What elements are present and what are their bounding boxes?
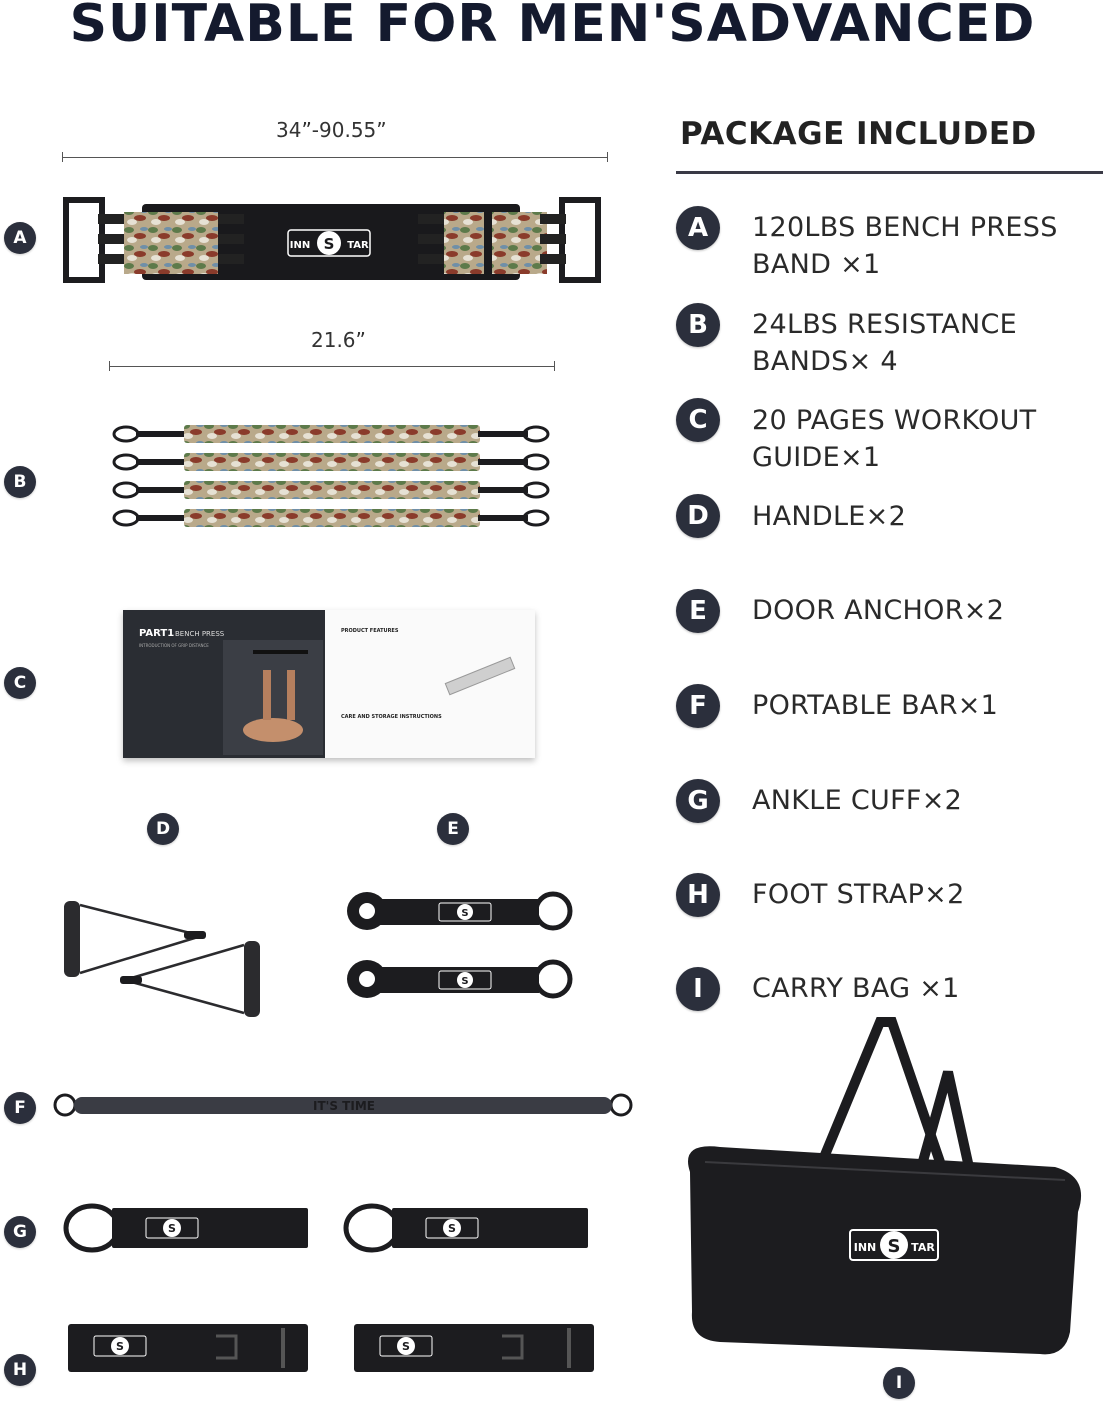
svg-text:INN: INN [290,240,310,251]
svg-text:S: S [461,976,468,987]
label-badge-g: G [4,1216,36,1248]
package-badge-e: E [676,589,720,633]
svg-text:TAR: TAR [347,240,369,251]
ankle-cuffs-image: S S [63,1203,588,1253]
label-badge-h: H [4,1354,36,1386]
dimension-tick [554,361,555,371]
guide-photo [223,640,323,755]
heading-divider [676,171,1103,174]
guide-diagram [444,656,516,696]
portable-bar-image: IT'S TIME [53,1093,633,1117]
svg-text:INN: INN [854,1241,877,1254]
bar-engraving: IT'S TIME [313,1099,375,1113]
svg-text:TAR: TAR [911,1241,935,1254]
label-badge-f: F [4,1092,36,1124]
svg-text:S: S [461,908,468,919]
package-badge-h: H [676,873,720,917]
guide-left-page: PART1 BENCH PRESS INTRODUCTION OF GRIP D… [123,610,325,758]
package-item-b: 24LBS RESISTANCE BANDS× 4 [752,309,1018,377]
package-badge-d: D [676,494,720,538]
dimension-label-b: 21.6” [311,328,366,352]
package-included-heading: PACKAGE INCLUDED [680,116,1037,152]
dimension-tick [607,152,608,162]
package-item-f: PORTABLE BAR×1 [752,690,999,721]
package-item-c: 20 PAGES WORKOUT GUIDE×1 [752,405,1037,473]
dimension-line-b [109,366,555,367]
dimension-tick [62,152,63,162]
package-item-h: FOOT STRAP×2 [752,879,965,910]
label-badge-e: E [437,813,469,845]
package-badge-c: C [676,398,720,442]
svg-text:S: S [888,1236,901,1257]
svg-text:S: S [168,1222,176,1235]
guide-features-heading: PRODUCT FEATURES [341,628,399,634]
svg-text:S: S [448,1222,456,1235]
package-badge-f: F [676,684,720,728]
guide-part-title: PART1 [139,628,175,639]
dimension-line-a [62,157,608,158]
svg-text:S: S [116,1340,124,1353]
carry-bag-image: S INN TAR [688,1017,1082,1355]
package-item-d: HANDLE×2 [752,501,907,532]
package-item-e: DOOR ANCHOR×2 [752,595,1005,626]
guide-right-page: PRODUCT FEATURES CARE AND STORAGE INSTRU… [325,610,535,758]
guide-part-subtitle: BENCH PRESS [175,630,225,638]
package-item-i: CARRY BAG ×1 [752,973,960,1004]
guide-care-heading: CARE AND STORAGE INSTRUCTIONS [341,714,442,720]
svg-text:S: S [402,1340,410,1353]
handles-image [64,901,260,1017]
package-item-a: 120LBS BENCH PRESS BAND ×1 [752,212,1058,280]
label-badge-c: C [4,667,36,699]
dimension-tick [109,361,110,371]
guide-part-heading: INTRODUCTION OF GRIP DISTANCE [139,643,209,648]
label-badge-d: D [147,813,179,845]
package-badge-b: B [676,303,720,347]
package-badge-g: G [676,779,720,823]
label-badge-a: A [4,222,36,254]
foot-straps-image: S S [68,1324,594,1372]
package-item-g: ANKLE CUFF×2 [752,785,963,816]
resistance-bands-image [112,425,550,529]
workout-guide-image: PART1 BENCH PRESS INTRODUCTION OF GRIP D… [123,610,535,758]
label-badge-i: I [883,1367,915,1399]
page-title: SUITABLE FOR MEN'SADVANCED [69,0,1036,54]
svg-text:S: S [324,235,335,253]
door-anchors-image: S S [347,891,573,999]
package-badge-i: I [676,967,720,1011]
label-badge-b: B [4,466,36,498]
bench-press-band-image: S INN TAR [63,197,601,283]
package-badge-a: A [676,206,720,250]
dimension-label-a: 34”-90.55” [276,118,387,142]
